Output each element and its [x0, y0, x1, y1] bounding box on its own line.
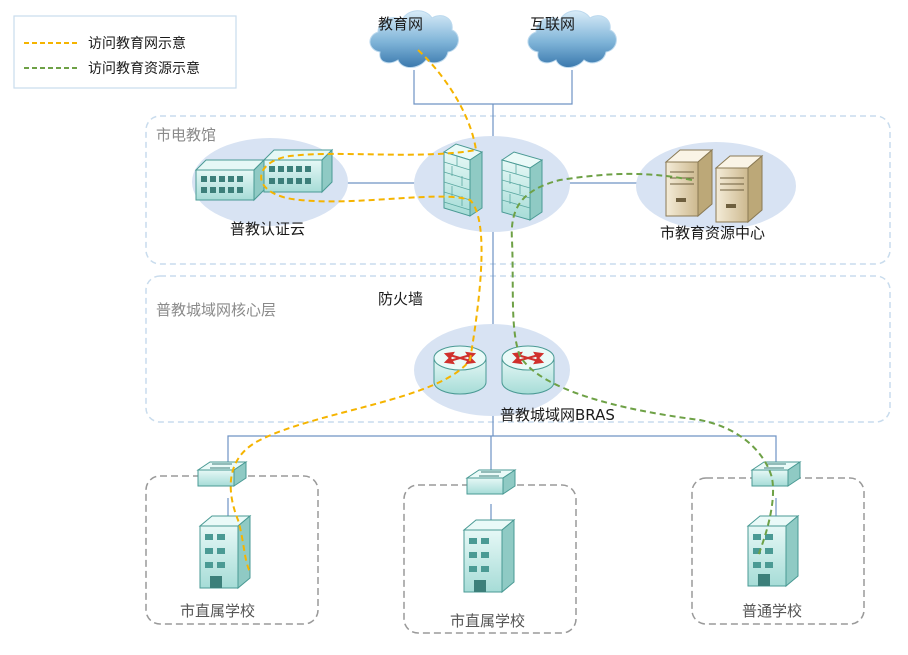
auth-server-icon — [194, 158, 266, 202]
bras-label: 普教城域网BRAS — [500, 406, 615, 424]
school-label-2: 市直属学校 — [450, 612, 525, 630]
auth-server-icon — [262, 148, 334, 194]
router-icon — [501, 345, 555, 395]
resource-access-path — [510, 172, 775, 557]
edu-access-path — [229, 49, 483, 573]
switch-icon — [750, 461, 802, 487]
school-building-icon — [198, 514, 252, 590]
zone-city-tv-center-label: 市电教馆 — [156, 126, 216, 144]
legend: 访问教育网示意 访问教育资源示意 — [13, 15, 237, 89]
router-icon — [433, 345, 487, 395]
resource-server-icon — [664, 148, 714, 218]
firewall-icon — [500, 151, 544, 221]
school-building-icon — [746, 514, 800, 588]
school-label-1: 市直属学校 — [180, 602, 255, 620]
auth-cloud-label: 普教认证云 — [230, 220, 305, 238]
firewall-halo — [414, 136, 570, 232]
firewall-label: 防火墙 — [378, 290, 423, 308]
resource-server-icon — [714, 154, 764, 224]
cloud-internet-label: 互联网 — [530, 15, 575, 33]
switch-icon — [465, 469, 517, 495]
cloud-internet-icon — [527, 10, 617, 68]
zone-metro-core-label: 普教城域网核心层 — [156, 301, 276, 319]
legend-box — [13, 15, 237, 89]
school-building-icon — [462, 518, 516, 594]
switch-icon — [196, 461, 248, 487]
firewall-icon — [442, 143, 484, 217]
resource-center-label: 市教育资源中心 — [660, 224, 765, 242]
zone-metro-core — [145, 275, 891, 423]
legend-edu-label: 访问教育网示意 — [88, 35, 186, 52]
school-label-3: 普通学校 — [742, 602, 802, 620]
cloud-edu-net-label: 教育网 — [378, 15, 423, 33]
cloud-edu-net-icon — [369, 10, 459, 68]
legend-resource-label: 访问教育资源示意 — [88, 60, 200, 77]
